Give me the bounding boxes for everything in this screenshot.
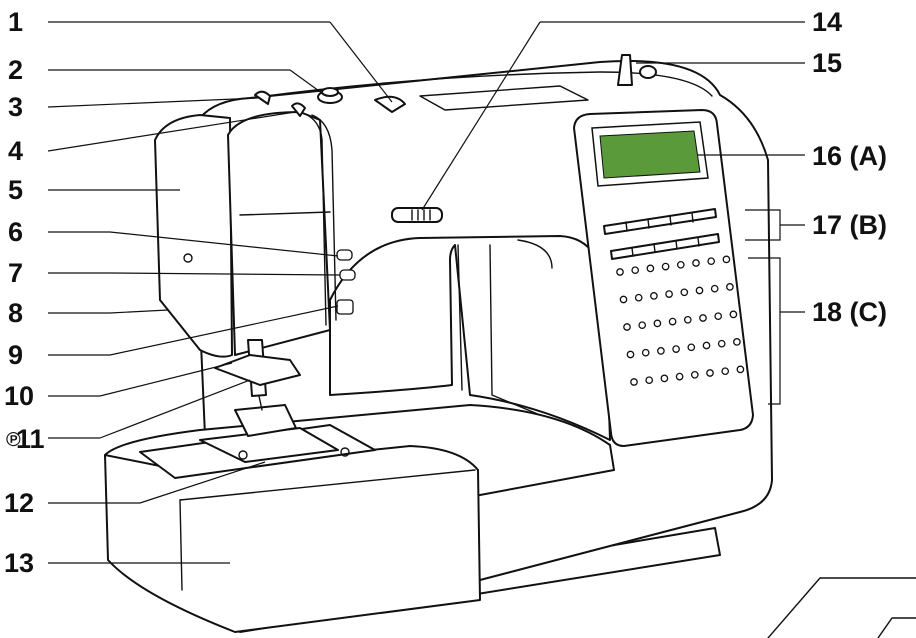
head-front-panel bbox=[155, 115, 232, 357]
pattern-button bbox=[654, 320, 660, 326]
label-7: 7 bbox=[8, 258, 23, 288]
table-edge-1 bbox=[768, 578, 916, 638]
pattern-button bbox=[734, 339, 740, 345]
pattern-button bbox=[639, 322, 645, 328]
pattern-button bbox=[727, 284, 733, 290]
pattern-button bbox=[723, 256, 729, 262]
pattern-button bbox=[692, 372, 698, 378]
pattern-button bbox=[707, 370, 713, 376]
pattern-button bbox=[722, 368, 728, 374]
spool-pin bbox=[618, 55, 632, 85]
pattern-button bbox=[646, 377, 652, 383]
pattern-button bbox=[688, 344, 694, 350]
pattern-button bbox=[651, 293, 657, 299]
pattern-button bbox=[681, 289, 687, 295]
pattern-button bbox=[666, 291, 672, 297]
pattern-button bbox=[662, 263, 668, 269]
pattern-button bbox=[631, 379, 637, 385]
pattern-button bbox=[678, 262, 684, 268]
handwheel-knob bbox=[640, 66, 656, 78]
pattern-button bbox=[719, 341, 725, 347]
label-2: 2 bbox=[8, 55, 23, 85]
pattern-button bbox=[700, 315, 706, 321]
label-18-c: 18 (C) bbox=[812, 297, 887, 327]
label-15: 15 bbox=[812, 48, 842, 78]
pattern-button bbox=[627, 351, 633, 357]
pattern-button bbox=[737, 366, 743, 372]
pattern-button bbox=[712, 286, 718, 292]
pattern-button bbox=[643, 350, 649, 356]
head-button-1 bbox=[337, 250, 352, 260]
pattern-button bbox=[685, 317, 691, 323]
pattern-button bbox=[669, 318, 675, 324]
pattern-button bbox=[676, 373, 682, 379]
pattern-button bbox=[696, 287, 702, 293]
lcd-display bbox=[592, 122, 708, 186]
label-9: 9 bbox=[8, 340, 23, 370]
table-edge-2 bbox=[878, 618, 916, 638]
label-1: 1 bbox=[8, 7, 23, 37]
pattern-button bbox=[730, 311, 736, 317]
pattern-button bbox=[636, 295, 642, 301]
pattern-button bbox=[632, 267, 638, 273]
label-17-b: 17 (B) bbox=[812, 210, 887, 240]
head-button-3 bbox=[337, 300, 353, 314]
pattern-button bbox=[673, 346, 679, 352]
label-8: 8 bbox=[8, 298, 23, 328]
pattern-button bbox=[647, 265, 653, 271]
label-3: 3 bbox=[8, 92, 23, 122]
pattern-button bbox=[661, 375, 667, 381]
label-5: 5 bbox=[8, 175, 23, 205]
label-11: 11 bbox=[16, 424, 45, 454]
accessory-box bbox=[105, 446, 480, 632]
label-14: 14 bbox=[812, 7, 842, 37]
head-button-2 bbox=[340, 270, 355, 280]
pattern-button bbox=[624, 324, 630, 330]
pattern-button bbox=[715, 313, 721, 319]
pattern-button bbox=[703, 342, 709, 348]
pattern-button bbox=[620, 296, 626, 302]
label-13: 13 bbox=[4, 548, 34, 578]
label-16-a: 16 (A) bbox=[812, 141, 887, 171]
speed-slider bbox=[392, 208, 442, 222]
pattern-button bbox=[658, 348, 664, 354]
label-4: 4 bbox=[8, 136, 23, 166]
pattern-button bbox=[617, 269, 623, 275]
pattern-button bbox=[708, 258, 714, 264]
lcd-screen bbox=[600, 131, 700, 178]
label-6: 6 bbox=[8, 217, 23, 247]
label-12: 12 bbox=[4, 488, 34, 518]
label-10: 10 bbox=[4, 381, 34, 411]
pattern-button bbox=[693, 260, 699, 266]
